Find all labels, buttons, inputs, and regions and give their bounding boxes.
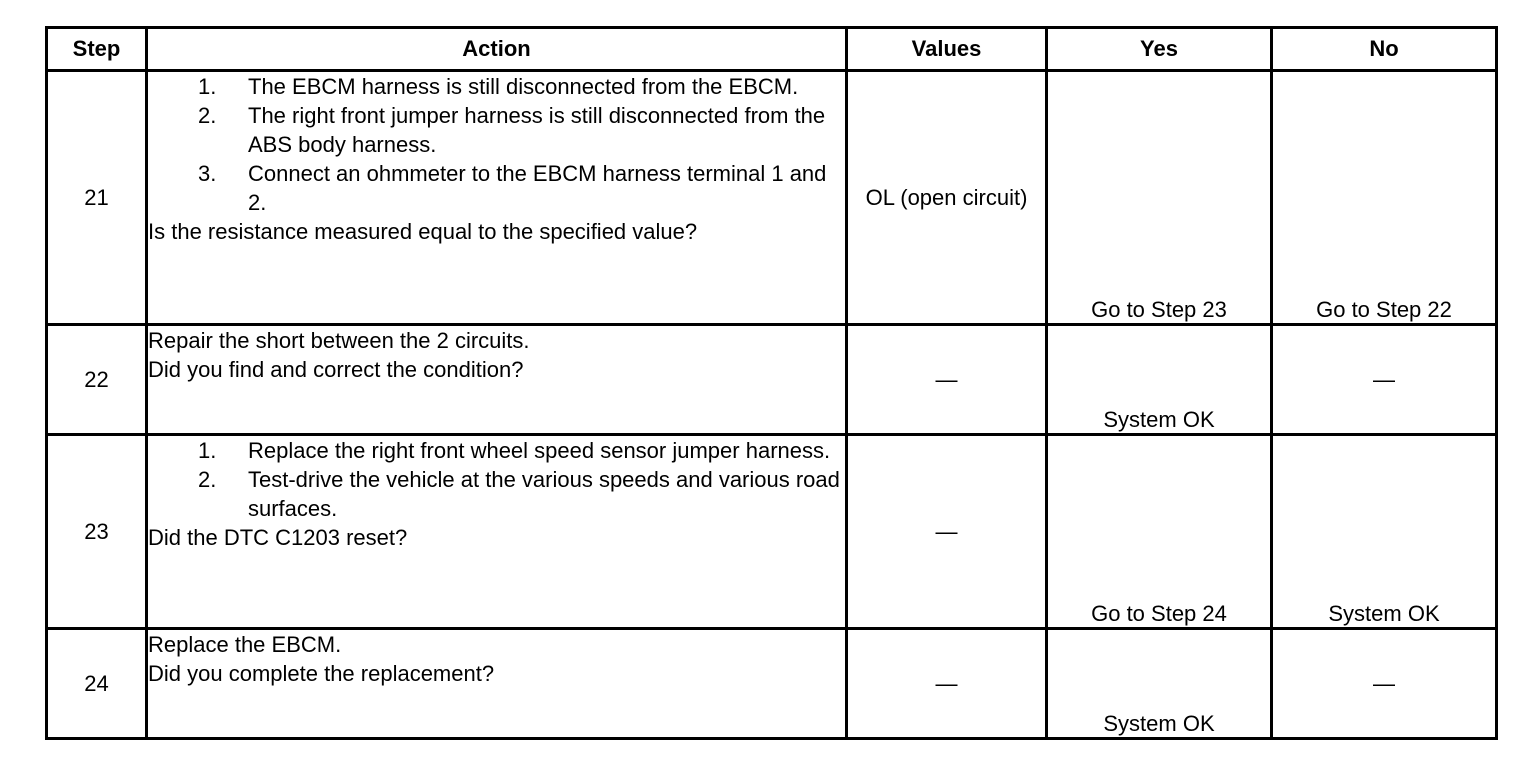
no-cell: System OK [1270,433,1498,630]
step-number: 24 [45,627,148,740]
question-text: Did the DTC C1203 reset? [148,525,408,550]
step-number: 22 [45,323,148,436]
header-row: Step Action Values Yes No [45,26,1498,72]
instruction-text: Repair the short between the 2 circuits. [148,328,530,353]
yes-cell: System OK [1045,323,1273,436]
table-row: 24 Replace the EBCM. Did you complete th… [45,627,1498,740]
yes-cell: Go to Step 23 [1045,69,1273,326]
yes-cell: Go to Step 24 [1045,433,1273,630]
no-cell: — [1270,323,1498,436]
values-cell: — [845,323,1048,436]
list-item: 1.The EBCM harness is still disconnected… [198,74,799,99]
action-cell: Replace the EBCM. Did you complete the r… [145,627,848,740]
table-row: 21 1.The EBCM harness is still disconnec… [45,69,1498,326]
table-row: 23 1.Replace the right front wheel speed… [45,433,1498,630]
yes-cell: System OK [1045,627,1273,740]
step-number: 23 [45,433,148,630]
diagnostic-table: Step Action Values Yes No 21 1.The EBCM … [45,26,1498,740]
header-action: Action [145,26,848,72]
question-text: Did you find and correct the condition? [148,357,524,382]
action-list: 1.Replace the right front wheel speed se… [148,436,845,523]
values-cell: — [845,627,1048,740]
action-list: 1.The EBCM harness is still disconnected… [148,72,845,217]
table-row: 22 Repair the short between the 2 circui… [45,323,1498,436]
no-cell: Go to Step 22 [1270,69,1498,326]
list-item: 2.The right front jumper harness is stil… [198,103,826,157]
question-text: Did you complete the replacement? [148,661,495,686]
action-cell: 1.The EBCM harness is still disconnected… [145,69,848,326]
header-yes: Yes [1045,26,1273,72]
list-item: 3.Connect an ohmmeter to the EBCM harnes… [198,161,827,215]
action-cell: 1.Replace the right front wheel speed se… [145,433,848,630]
question-text: Is the resistance measured equal to the … [148,219,698,244]
header-step: Step [45,26,148,72]
step-number: 21 [45,69,148,326]
header-values: Values [845,26,1048,72]
list-item: 1.Replace the right front wheel speed se… [198,438,831,463]
list-item: 2.Test-drive the vehicle at the various … [198,467,840,521]
action-cell: Repair the short between the 2 circuits.… [145,323,848,436]
instruction-text: Replace the EBCM. [148,632,342,657]
values-cell: — [845,433,1048,630]
header-no: No [1270,26,1498,72]
no-cell: — [1270,627,1498,740]
values-cell: OL (open circuit) [845,69,1048,326]
